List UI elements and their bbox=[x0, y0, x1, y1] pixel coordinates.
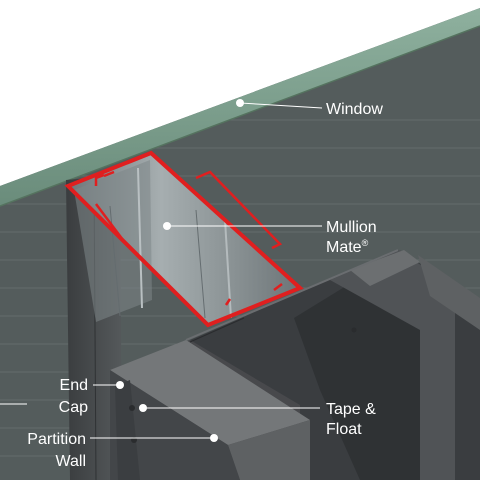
leaders bbox=[0, 102, 323, 439]
registered-mark: ® bbox=[362, 238, 369, 248]
label-partition-wall-line2: Wall bbox=[55, 453, 86, 470]
label-partition-wall-line1: Partition bbox=[27, 431, 86, 448]
partition-top-surface bbox=[110, 340, 310, 445]
mullion-outline bbox=[64, 150, 304, 328]
window-edge bbox=[0, 25, 480, 207]
mullion-mate bbox=[64, 150, 304, 328]
label-tape-float-line1: Tape & bbox=[326, 401, 376, 418]
label-tape-float-line2: Float bbox=[326, 421, 362, 438]
sky-wedge bbox=[0, 0, 480, 186]
label-end-cap-line1: End bbox=[60, 377, 88, 394]
mullion-mate-text: Mate bbox=[326, 239, 362, 256]
label-mullion-mate-line1: Mullion bbox=[326, 219, 377, 236]
label-end-cap-line2: Cap bbox=[59, 399, 88, 416]
partition-wall bbox=[110, 249, 480, 480]
label-window: Window bbox=[326, 101, 383, 118]
leader-dots bbox=[116, 99, 244, 442]
label-mullion-mate-line2: Mate® bbox=[326, 238, 369, 256]
